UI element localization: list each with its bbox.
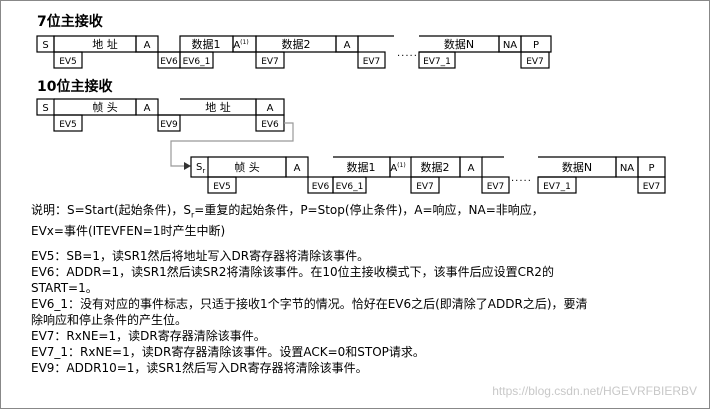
seq7-ev-box	[53, 51, 83, 69]
seq10b-header: 帧 头	[234, 160, 260, 174]
seq7-ev6-1: EV6_1	[183, 57, 211, 67]
seq10b-frames	[190, 156, 666, 194]
seq10b-ev7-a: EV7	[416, 182, 434, 192]
seq10b-ack-1: A	[294, 163, 301, 174]
seq10b-ack-3: A	[468, 163, 475, 174]
seq7-nack: NA	[503, 40, 517, 51]
seq10b-data-2: 数据2	[421, 160, 450, 174]
seq7-ev7-1: EV7_1	[423, 57, 451, 67]
seq10b-data-n: 数据N	[562, 160, 592, 174]
legend-notes: 说明：S=Start(起始条件)，Sr=重复的起始条件，P=Stop(停止条件)…	[31, 202, 701, 376]
seq10a-start: S	[42, 103, 48, 114]
heading-7bit-receive: 7位主接收	[37, 13, 104, 30]
seq10a-address: 地 址	[205, 100, 231, 114]
seq10b-nack: NA	[620, 163, 634, 174]
seq7-ack-1: A	[144, 40, 151, 51]
seq7-ev7-b: EV7	[363, 57, 381, 67]
note-ev7-1: EV7_1：RxNE=1，读DR寄存器清除该事件。设置ACK=0和STOP请求。	[31, 345, 425, 360]
seq7-ev7-c: EV7	[526, 57, 544, 67]
seq7-address: 地 址	[92, 37, 118, 51]
seq10b-repeated-start: Sr	[196, 162, 205, 175]
note-legend-line-2: EVx=事件(ITEVFEN=1时产生中断)	[31, 224, 226, 239]
seq10a-frames	[36, 98, 285, 132]
i2c-master-receive-diagram: 7位主接收 S 地 址 A 数据1 A(1) 数据2 A ..... 数据N N…	[36, 13, 666, 194]
seq10a-ev6: EV6	[261, 120, 279, 130]
seq7-ev5: EV5	[59, 57, 77, 67]
continuation-arrow	[170, 122, 294, 167]
seq7-ev6: EV6	[160, 57, 178, 67]
note-ev9: EV9：ADDR10=1，读SR1然后写入DR寄存器将清除该事件。	[31, 361, 368, 376]
arrow-head-icon	[184, 162, 191, 170]
note-ev5: EV5：SB=1，读SR1然后将地址写入DR寄存器将清除该事件。	[31, 249, 370, 264]
note-ev6-cont: START=1。	[31, 281, 98, 296]
seq10b-ev6-1: EV6_1	[336, 182, 364, 192]
seq10b-ellipsis: .....	[511, 173, 532, 184]
seq10b-stop: P	[648, 163, 654, 174]
seq10b-ev7-1: EV7_1	[543, 182, 571, 192]
seq10a-header: 帧 头	[92, 100, 118, 114]
seq7-frames	[36, 35, 552, 69]
seq7-ack-2: A(1)	[233, 39, 248, 51]
note-ev7: EV7：RxNE=1，读DR寄存器清除该事件。	[31, 329, 266, 344]
seq10b-ev7-c: EV7	[643, 182, 661, 192]
seq10a-ack-2: A	[267, 103, 274, 114]
seq7-data-1: 数据1	[192, 37, 221, 51]
seq7-ellipsis: .....	[397, 48, 418, 59]
seq7-ack-3: A	[344, 40, 351, 51]
note-legend-line-1: 说明：S=Start(起始条件)，Sr=重复的起始条件，P=Stop(停止条件)…	[31, 203, 544, 220]
heading-10bit-receive: 10位主接收	[37, 78, 113, 95]
seq7-ev7-a: EV7	[261, 57, 279, 67]
seq10a-ev9: EV9	[160, 120, 178, 130]
seq10b-ev5: EV5	[213, 182, 231, 192]
note-ev6-1: EV6_1：没有对应的事件标志，只适于接收1个字节的情况。恰好在EV6之后(即清…	[31, 297, 588, 312]
watermark: https://blog.csdn.net/HGEVRFBIERBV	[492, 384, 697, 398]
seq7-start: S	[42, 40, 48, 51]
note-ev6: EV6：ADDR=1，读SR1然后读SR2将清除该事件。在10位主接收模式下，该…	[31, 265, 554, 280]
seq10b-ack-2: A(1)	[390, 162, 405, 174]
seq10b-ev6: EV6	[312, 182, 330, 192]
seq10a-ev5: EV5	[59, 120, 77, 130]
seq10b-ev7-b: EV7	[487, 182, 505, 192]
note-ev6-1-cont: 除响应和停止条件的产生位。	[31, 313, 188, 328]
seq7-data-n: 数据N	[444, 37, 474, 51]
seq10b-data-1: 数据1	[347, 160, 376, 174]
seq10a-ack-1: A	[144, 103, 151, 114]
seq7-data-2: 数据2	[282, 37, 311, 51]
seq7-stop: P	[533, 40, 539, 51]
